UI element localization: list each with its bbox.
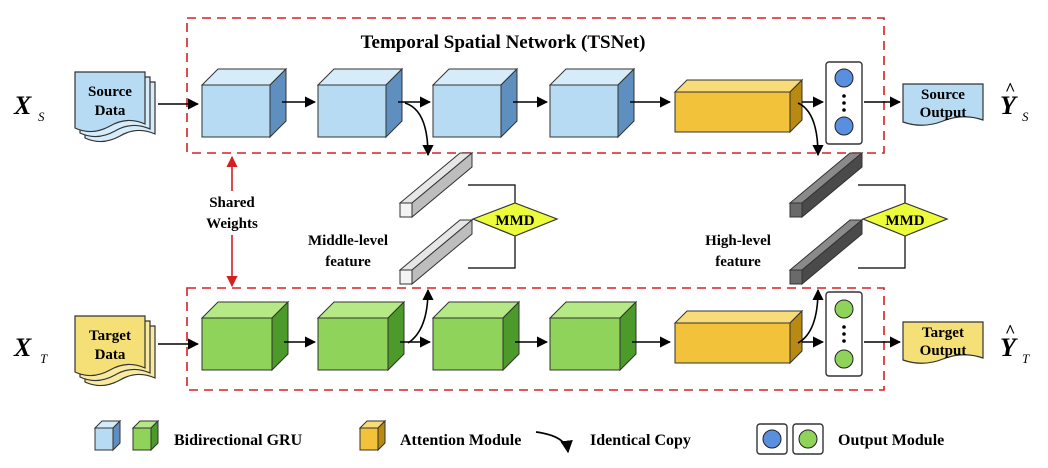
high-feature-label-1: High-level <box>705 233 771 249</box>
legend-output-blue <box>756 423 788 455</box>
source-gru-block-3 <box>431 67 519 139</box>
svg-text:Target: Target <box>922 325 964 341</box>
svg-text:Data: Data <box>95 103 126 119</box>
target-gru-block-4 <box>548 300 638 372</box>
high-feature-label-2: feature <box>715 254 761 270</box>
target-output-tag: Target Output <box>902 321 984 364</box>
copy-arrow-middle-source <box>404 102 434 157</box>
svg-text:S: S <box>38 109 45 124</box>
source-input-symbol: X S <box>13 91 45 124</box>
svg-text:X: X <box>13 333 32 362</box>
network-title: Temporal Spatial Network (TSNet) <box>361 32 646 53</box>
svg-text:T: T <box>1022 351 1030 366</box>
source-output-tag: Source Output <box>902 83 984 126</box>
legend-output-label: Output Module <box>838 432 944 449</box>
target-output-module <box>825 291 863 377</box>
copy-arrow-high-target <box>797 288 824 344</box>
source-data-icon: Source Data <box>74 71 156 143</box>
target-input-symbol: X T <box>13 333 48 366</box>
svg-text:MMD: MMD <box>885 213 924 229</box>
svg-text:Source: Source <box>88 84 132 100</box>
mmd-middle-connector <box>468 184 516 203</box>
shared-weights-label-1: Shared <box>209 195 255 211</box>
source-output-symbol: Y ^ S <box>1000 79 1029 124</box>
mmd-high: MMD <box>861 202 949 237</box>
svg-text:T: T <box>40 351 48 366</box>
legend-gru-label: Bidirectional GRU <box>174 432 303 449</box>
legend-blue-cube <box>93 419 122 452</box>
target-gru-block-3 <box>431 300 521 372</box>
svg-text:Output: Output <box>920 105 967 121</box>
source-gru-block-4 <box>548 67 636 139</box>
middle-feature-bar-target <box>398 218 474 286</box>
middle-feature-label-1: Middle-level <box>308 233 388 249</box>
copy-arrow-middle-target <box>407 288 434 344</box>
middle-feature-label-2: feature <box>325 254 371 270</box>
target-gru-block-2 <box>316 300 406 372</box>
svg-text:Output: Output <box>920 343 967 359</box>
mmd-high-connector <box>858 184 906 203</box>
target-gru-block-1 <box>200 300 290 372</box>
mmd-middle-connector-low <box>468 236 516 269</box>
source-network-box <box>186 17 885 154</box>
legend-output-green <box>792 423 824 455</box>
mmd-high-connector-low <box>858 236 906 269</box>
target-output-symbol: Y ^ T <box>1000 321 1030 366</box>
shared-weights-label-2: Weights <box>206 216 258 232</box>
svg-text:^: ^ <box>1005 321 1015 341</box>
svg-text:Data: Data <box>95 347 126 363</box>
legend-gold-cube <box>358 419 387 452</box>
target-data-icon: Target Data <box>74 315 156 387</box>
source-gru-block-2 <box>316 67 404 139</box>
middle-feature-bar-source <box>398 151 474 219</box>
svg-text:^: ^ <box>1005 79 1015 99</box>
target-attention-block <box>673 309 804 365</box>
source-attention-block <box>673 78 804 134</box>
source-gru-block-1 <box>200 67 288 139</box>
svg-text:Source: Source <box>921 87 965 103</box>
svg-text:Y: Y <box>1000 333 1018 362</box>
high-feature-bar-target <box>788 218 864 286</box>
svg-text:MMD: MMD <box>495 213 534 229</box>
copy-arrow-high-source <box>797 102 824 157</box>
target-network-box <box>186 287 885 391</box>
legend: Bidirectional GRU Attention Module Ident… <box>93 419 944 455</box>
high-feature-bar-source <box>788 151 864 219</box>
source-output-module <box>825 61 863 145</box>
svg-text:Y: Y <box>1000 91 1018 120</box>
legend-copy-label: Identical Copy <box>590 432 691 449</box>
mmd-middle: MMD <box>471 202 559 237</box>
legend-attention-label: Attention Module <box>400 432 521 449</box>
svg-text:X: X <box>13 91 32 120</box>
svg-text:S: S <box>1022 109 1029 124</box>
legend-copy-arrow <box>535 431 573 454</box>
legend-green-cube <box>131 419 160 452</box>
svg-text:Target: Target <box>89 328 131 344</box>
